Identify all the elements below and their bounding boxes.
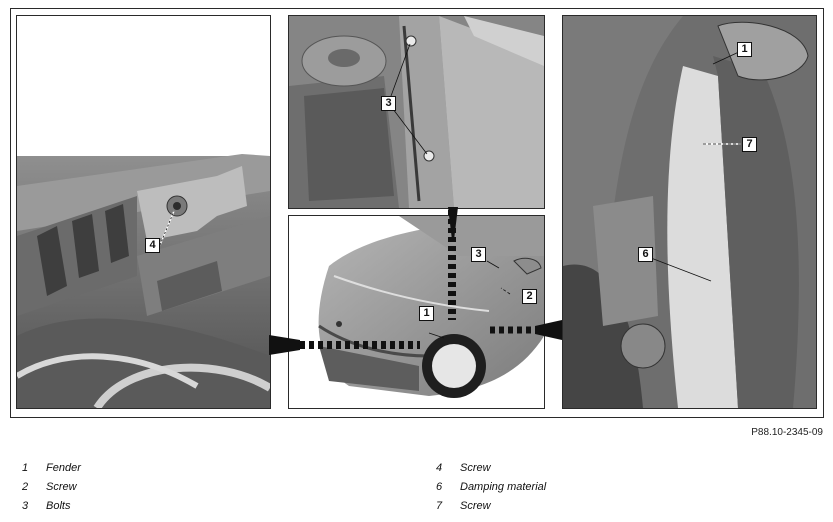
panel-fender-interior: 1 6 7: [562, 15, 817, 409]
callout-fender-1-front: 1: [419, 306, 434, 321]
engine-bay-illustration: [289, 16, 544, 208]
legend-number: 4: [436, 462, 443, 474]
legend-label: Bolts: [46, 500, 71, 512]
legend-right: 4 Screw 6 Damping material 7 Screw: [436, 462, 546, 519]
callout-bolts-3-top: 3: [381, 96, 396, 111]
legend-label: Screw: [460, 500, 491, 512]
callout-screw-2-front: 2: [522, 289, 537, 304]
panel-vehicle-overview: 1 2 3: [288, 215, 545, 409]
legend-item: 6 Damping material: [436, 481, 546, 500]
callout-bolts-3-front: 3: [471, 247, 486, 262]
legend-number: 3: [22, 500, 29, 512]
callout-screw-4: 4: [145, 238, 160, 253]
legend-number: 7: [436, 500, 443, 512]
legend-item: 7 Screw: [436, 500, 546, 519]
fender-interior-illustration: [563, 16, 816, 408]
connector-right: [535, 320, 562, 340]
legend-left: 1 Fender 2 Screw 3 Bolts: [22, 462, 81, 519]
legend-item: 4 Screw: [436, 462, 546, 481]
figure-reference-code: P88.10-2345-09: [751, 427, 823, 438]
connector-left: [269, 335, 300, 355]
legend-label: Damping material: [460, 481, 547, 493]
legend-number: 1: [22, 462, 29, 474]
panel-screw-detail: 4: [16, 15, 271, 409]
legend-item: 2 Screw: [22, 481, 81, 500]
screw-detail-illustration: [17, 154, 270, 408]
callout-screw-7-right: 7: [742, 137, 757, 152]
legend-item: 3 Bolts: [22, 500, 81, 519]
legend-number: 6: [436, 481, 443, 493]
legend-label: Screw: [46, 481, 77, 493]
callout-damping-6-right: 6: [638, 247, 653, 262]
panel-engine-bay: 3: [288, 15, 545, 209]
legend-number: 2: [22, 481, 29, 493]
legend-item: 1 Fender: [22, 462, 81, 481]
legend-label: Screw: [460, 462, 491, 474]
legend-label: Fender: [46, 462, 81, 474]
callout-fender-1-right: 1: [737, 42, 752, 57]
